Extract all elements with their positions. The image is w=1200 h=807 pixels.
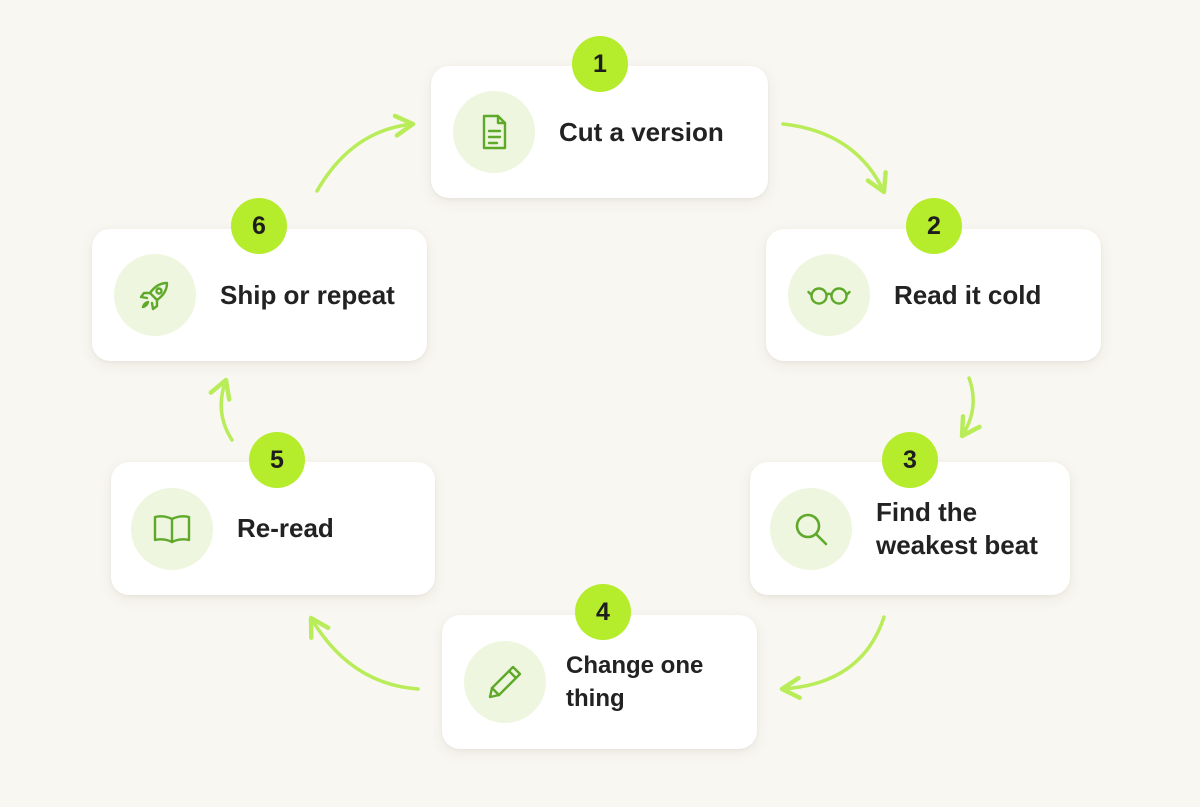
magnifier-icon	[770, 487, 852, 570]
step-number-badge: 5	[249, 432, 305, 488]
step-label: Change one thing	[566, 652, 704, 712]
step-label: Ship or repeat	[220, 279, 395, 310]
glasses-icon	[788, 254, 870, 336]
step-number-badge: 2	[906, 198, 962, 254]
rocket-icon	[114, 254, 196, 336]
step-card-cut-a-version: Cut a version	[431, 66, 768, 198]
step-number-badge: 4	[575, 584, 631, 640]
step-label: Re-read	[237, 513, 334, 543]
step-number-badge: 6	[231, 198, 287, 254]
step-number-badge: 3	[882, 432, 938, 488]
step-label: Find the weakest beat	[876, 496, 1038, 560]
step-card-read-it-cold: Read it cold	[766, 229, 1101, 361]
document-icon	[453, 91, 535, 173]
step-label: Cut a version	[559, 116, 724, 147]
arrow-1-to-2	[781, 122, 888, 195]
arrow-3-to-4	[779, 615, 886, 700]
arrow-6-to-1	[315, 113, 416, 193]
step-number-badge: 1	[572, 36, 628, 92]
arrow-4-to-5	[308, 615, 420, 691]
pencil-icon	[464, 641, 546, 723]
arrow-2-to-3	[959, 376, 982, 439]
open-book-icon	[131, 487, 213, 570]
step-label: Read it cold	[894, 279, 1042, 310]
arrow-5-to-6	[208, 377, 234, 442]
